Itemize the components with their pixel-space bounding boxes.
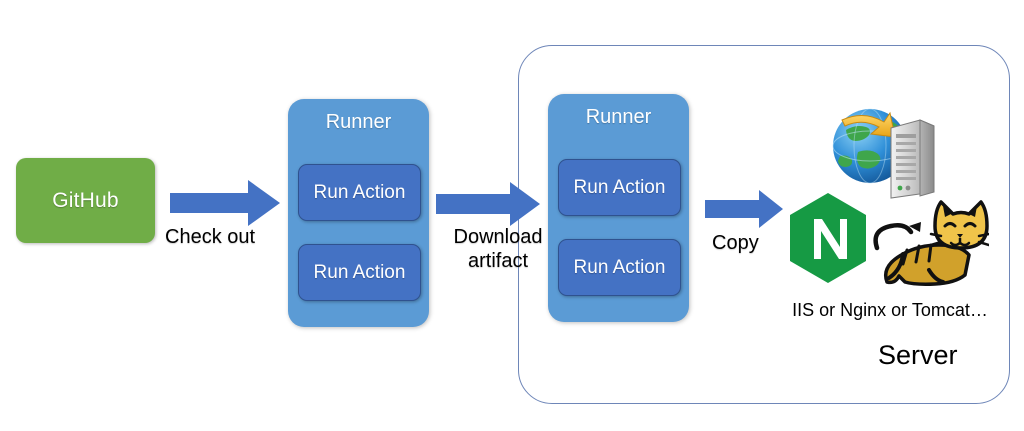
run-action-label: Run Action xyxy=(573,176,666,198)
run-action-label: Run Action xyxy=(313,261,406,283)
github-label: GitHub xyxy=(52,188,119,212)
runner-build-action-1[interactable]: Run Action xyxy=(298,164,421,221)
tomcat-icon xyxy=(869,196,991,290)
iis-server-globe-icon xyxy=(828,100,938,200)
runner-build[interactable]: Runner Run Action Run Action xyxy=(288,99,429,327)
runner-deploy[interactable]: Runner Run Action Run Action xyxy=(548,94,689,322)
arrow-copy-label: Copy xyxy=(712,232,759,254)
arrow-download-artifact xyxy=(436,182,540,226)
runner-deploy-action-2[interactable]: Run Action xyxy=(558,239,681,296)
run-action-label: Run Action xyxy=(313,181,406,203)
runner-build-action-2[interactable]: Run Action xyxy=(298,244,421,301)
server-stack-caption: IIS or Nginx or Tomcat… xyxy=(792,300,988,320)
runner-deploy-title: Runner xyxy=(585,106,652,128)
runner-build-title: Runner xyxy=(325,111,392,133)
arrow-check-out xyxy=(170,180,280,226)
nginx-icon xyxy=(786,191,870,285)
arrow-download-artifact-label-line2: artifact xyxy=(467,249,529,272)
arrow-check-out-label: Check out xyxy=(165,226,256,248)
arrow-download-artifact-label: Download artifact xyxy=(433,226,563,273)
server-label: Server xyxy=(878,340,958,370)
server-container xyxy=(518,45,1010,404)
arrow-download-artifact-label-line1: Download xyxy=(453,226,543,248)
runner-deploy-action-1[interactable]: Run Action xyxy=(558,159,681,216)
github-box[interactable]: GitHub xyxy=(16,158,155,243)
run-action-label: Run Action xyxy=(573,256,666,278)
arrow-copy xyxy=(705,190,783,228)
